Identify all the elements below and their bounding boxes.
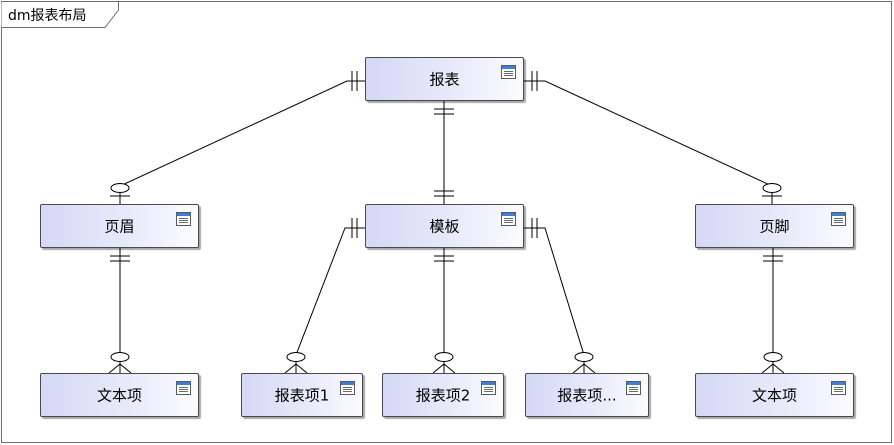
cardinality-circle bbox=[286, 352, 306, 362]
frame-tab bbox=[1, 1, 119, 28]
table-icon bbox=[831, 381, 846, 395]
frame-title: dm报表布局 bbox=[8, 8, 87, 24]
crows-foot bbox=[432, 363, 445, 374]
entity-footer[interactable]: 页脚 bbox=[695, 204, 854, 248]
cardinality-circle bbox=[110, 183, 130, 193]
relation-line bbox=[524, 227, 585, 373]
relation-template-item1 bbox=[284, 218, 365, 374]
crows-foot bbox=[772, 363, 785, 374]
relation-report-footer bbox=[524, 71, 782, 204]
entity-label: 文本项 bbox=[96, 386, 142, 405]
entity-label: 页眉 bbox=[104, 217, 135, 236]
entity-label: 页脚 bbox=[759, 217, 790, 236]
relation-line bbox=[295, 227, 365, 373]
entity-item2[interactable]: 报表项2 bbox=[382, 373, 504, 417]
relation-header-text1 bbox=[108, 248, 132, 374]
entity-label: 模板 bbox=[429, 217, 460, 236]
relation-line bbox=[524, 80, 773, 204]
cardinality-circle bbox=[110, 352, 130, 362]
table-icon bbox=[340, 381, 355, 395]
relation-report-header bbox=[110, 71, 365, 204]
crows-foot bbox=[761, 363, 774, 374]
entity-template[interactable]: 模板 bbox=[365, 204, 524, 248]
entity-label: 报表项1 bbox=[274, 386, 330, 405]
entity-report[interactable]: 报表 bbox=[365, 57, 524, 101]
entity-header[interactable]: 页眉 bbox=[40, 204, 199, 248]
entity-label: 文本项 bbox=[751, 386, 797, 405]
table-icon bbox=[501, 212, 516, 226]
cardinality-circle bbox=[574, 352, 594, 362]
cardinality-circle bbox=[762, 183, 782, 193]
cardinality-circle bbox=[763, 352, 783, 362]
table-icon bbox=[481, 381, 496, 395]
crows-foot bbox=[108, 363, 121, 374]
entity-item1[interactable]: 报表项1 bbox=[241, 373, 363, 417]
table-icon bbox=[626, 381, 641, 395]
table-icon bbox=[176, 212, 191, 226]
table-icon bbox=[501, 65, 516, 79]
relation-template-item2 bbox=[432, 248, 456, 374]
crows-foot bbox=[443, 363, 456, 374]
crows-foot bbox=[284, 363, 297, 374]
cardinality-circle bbox=[434, 352, 454, 362]
table-icon bbox=[176, 381, 191, 395]
relation-line bbox=[119, 80, 365, 204]
entity-text2[interactable]: 文本项 bbox=[695, 373, 854, 417]
crows-foot bbox=[119, 363, 132, 374]
relation-template-item3 bbox=[524, 218, 596, 374]
crows-foot bbox=[295, 363, 308, 374]
crows-foot bbox=[572, 363, 585, 374]
relation-report-template bbox=[434, 101, 454, 204]
entity-label: 报表 bbox=[429, 70, 460, 89]
table-icon bbox=[831, 212, 846, 226]
entity-label: 报表项2 bbox=[415, 386, 471, 405]
entity-label: 报表项... bbox=[557, 386, 617, 405]
entity-item3[interactable]: 报表项... bbox=[525, 373, 649, 417]
relation-footer-text2 bbox=[761, 248, 785, 374]
entity-text1[interactable]: 文本项 bbox=[40, 373, 199, 417]
crows-foot bbox=[583, 363, 596, 374]
